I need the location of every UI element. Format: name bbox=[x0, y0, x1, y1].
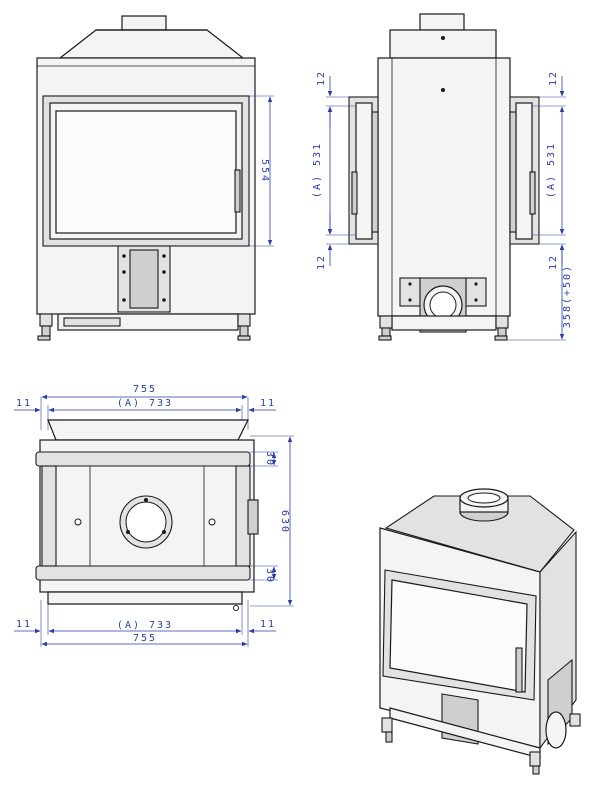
front-trim bbox=[47, 419, 249, 441]
bottom-right-offset: 11 bbox=[260, 619, 276, 630]
foot-right bbox=[237, 313, 251, 327]
depth-bottom-label: 30 bbox=[264, 568, 275, 584]
depth-total-label: 630 bbox=[279, 510, 290, 534]
height-dimension-label: 554 bbox=[259, 159, 270, 183]
side-body bbox=[377, 57, 511, 317]
bottom-total-width: 755 bbox=[133, 633, 157, 644]
foot-left bbox=[379, 315, 393, 329]
foot-left bbox=[39, 313, 53, 327]
floor-height-dimension: 358(+50) bbox=[562, 264, 573, 328]
flue-collar bbox=[121, 15, 167, 31]
top-hood bbox=[389, 29, 497, 59]
iso-top-hood bbox=[384, 495, 575, 573]
left-height-dimension: (A) 531 bbox=[312, 142, 323, 198]
right-bottom-dimension: 12 bbox=[548, 254, 559, 270]
base-plate bbox=[391, 315, 497, 331]
foot-right bbox=[495, 315, 509, 329]
iso-door-handle bbox=[515, 647, 523, 693]
top-hood bbox=[58, 29, 245, 59]
top-view: 755 (A) 733 11 11 630 30 30 bbox=[14, 384, 294, 647]
rear-frame bbox=[35, 565, 251, 581]
side-view: 12 (A) 531 12 12 (A) 531 12 358(+50) bbox=[312, 13, 573, 341]
left-bottom-dimension: 12 bbox=[316, 254, 327, 270]
top-right-offset: 11 bbox=[260, 398, 276, 409]
left-top-dimension: 12 bbox=[316, 70, 327, 86]
rear-trim bbox=[47, 591, 243, 605]
flue-collar bbox=[419, 13, 465, 31]
door-glass bbox=[55, 110, 237, 234]
bottom-left-offset: 11 bbox=[16, 619, 32, 630]
front-view: 554 bbox=[36, 15, 274, 341]
depth-top-label: 30 bbox=[264, 451, 275, 467]
bottom-inner-width: (A) 733 bbox=[117, 620, 173, 631]
front-frame bbox=[35, 451, 251, 467]
right-top-dimension: 12 bbox=[548, 70, 559, 86]
top-left-offset: 11 bbox=[16, 398, 32, 409]
right-height-dimension: (A) 531 bbox=[546, 142, 557, 198]
iso-door-glass bbox=[389, 579, 528, 693]
top-total-width: 755 bbox=[133, 384, 157, 395]
isometric-view bbox=[379, 488, 581, 775]
top-inner-width: (A) 733 bbox=[117, 398, 173, 409]
door-handle bbox=[234, 169, 241, 213]
